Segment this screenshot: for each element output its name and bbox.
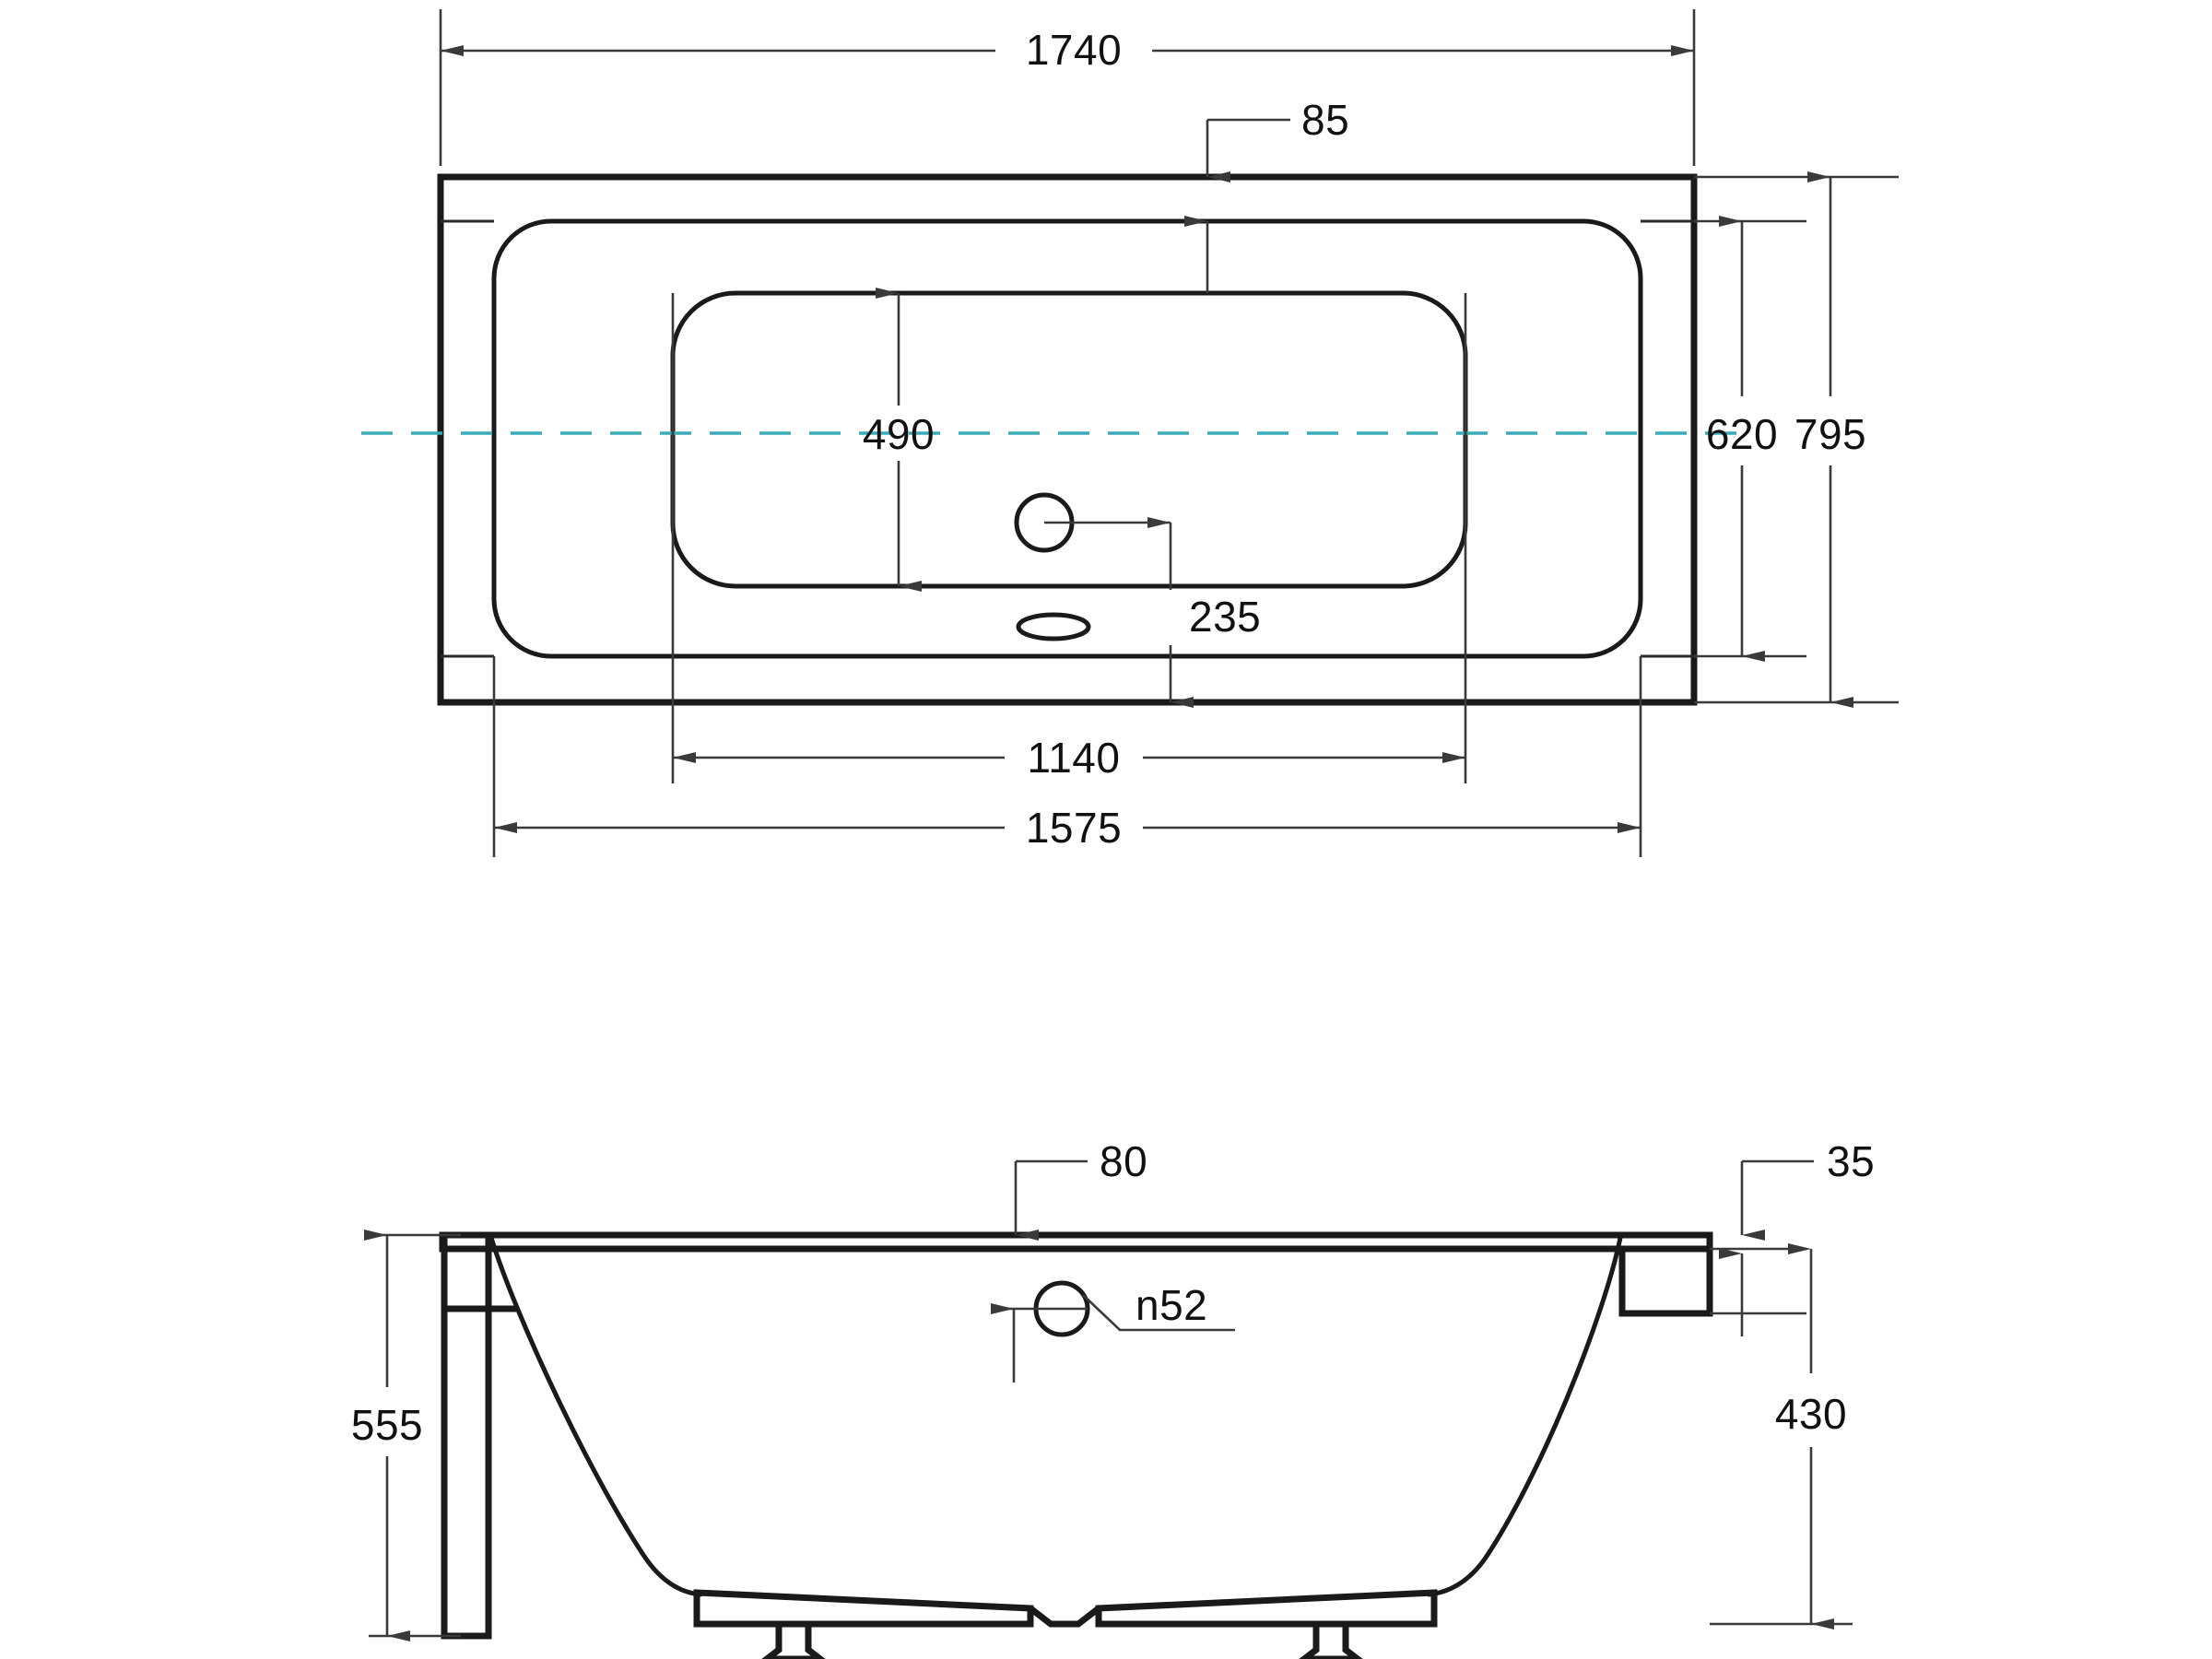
dim-label-80: 80: [1100, 1137, 1147, 1185]
dim-label-795: 795: [1794, 410, 1866, 458]
section-left-wall: [488, 1235, 703, 1597]
section-left-apron: [441, 1231, 492, 1640]
plan-outer-rim: [437, 173, 1698, 706]
section-foot-right: [1299, 1620, 1363, 1659]
dim-label-490: 490: [863, 410, 935, 458]
dim-label-1740: 1740: [1026, 26, 1122, 74]
section-right-wall: [1426, 1235, 1623, 1597]
section-floor-left: [693, 1589, 1034, 1628]
section-foot-left: [761, 1620, 826, 1659]
dim-label-85: 85: [1301, 96, 1349, 144]
section-top-rim: [439, 1231, 1713, 1253]
dim-label-555: 555: [351, 1401, 423, 1449]
section-floor-right: [1095, 1589, 1438, 1628]
section-view-group: n52 80 35 430 555: [351, 1137, 1875, 1659]
dim-label-1575: 1575: [1026, 804, 1122, 852]
dim-label-n52: n52: [1135, 1281, 1207, 1329]
plan-overflow-oval: [1016, 612, 1091, 641]
section-drain-notch: [1028, 1606, 1101, 1628]
section-right-rim-block: [1618, 1245, 1713, 1317]
leader-n52: [1082, 1294, 1235, 1332]
dim-label-35: 35: [1827, 1137, 1875, 1185]
dim-label-430: 430: [1775, 1390, 1847, 1438]
dim-label-1140: 1140: [1028, 734, 1121, 782]
dim-label-620: 620: [1706, 410, 1778, 458]
plan-rim-ledge: [491, 218, 1643, 659]
plan-view-group: 1740 85 490 235 1140: [361, 9, 1899, 857]
dim-label-235: 235: [1189, 593, 1261, 641]
plan-basin: [670, 290, 1468, 589]
